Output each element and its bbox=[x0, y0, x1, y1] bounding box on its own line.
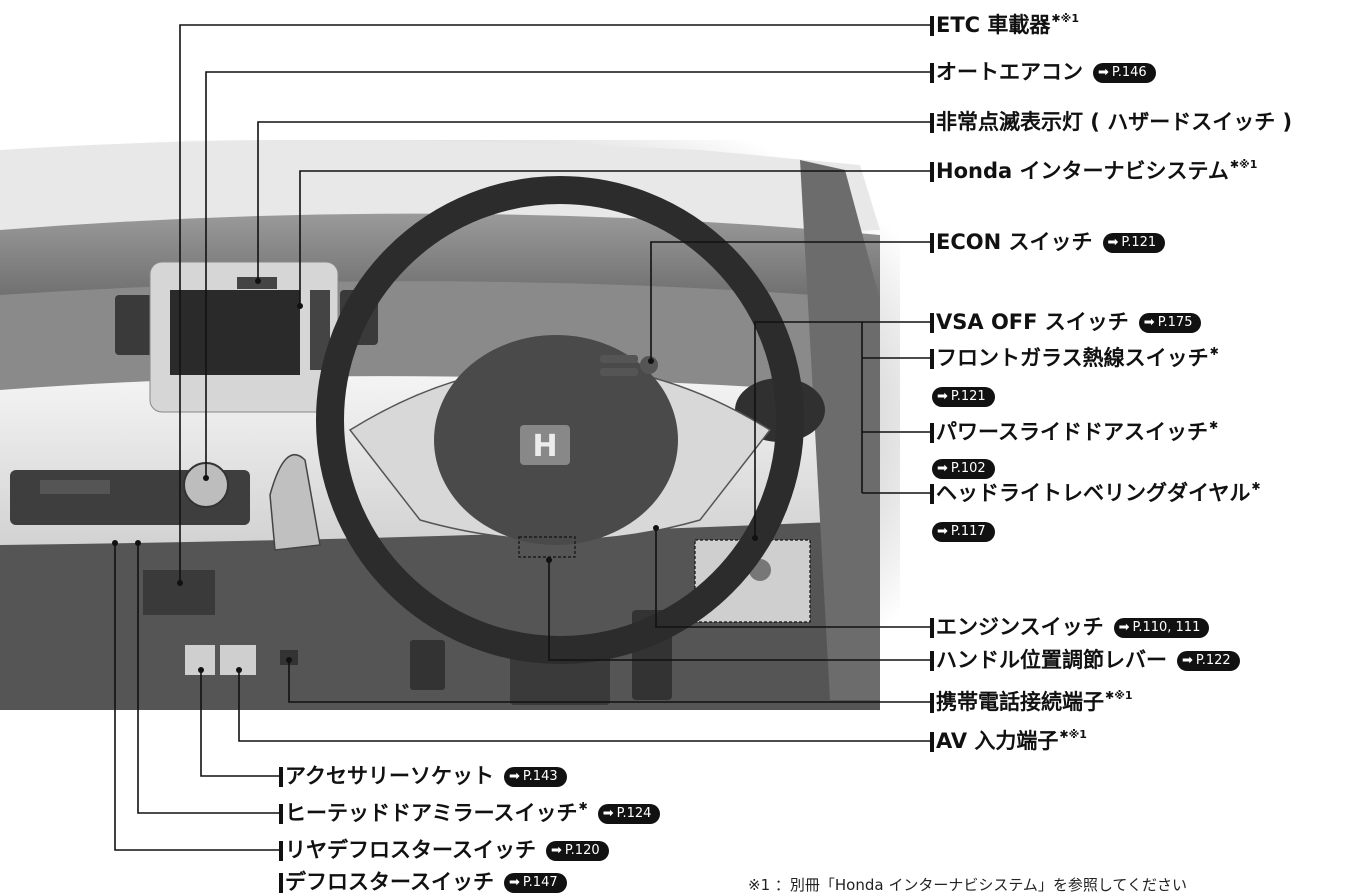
arrow-icon: ➡ bbox=[1098, 65, 1109, 80]
label-mirror: ヒーテッドドアミラースイッチ✱ ➡P.124 bbox=[279, 801, 661, 824]
label-leveling: ヘッドライトレベリングダイヤル✱ bbox=[930, 481, 1261, 504]
arrow-icon: ➡ bbox=[1118, 620, 1130, 635]
label-defog: フロントガラス熱線スイッチ✱ bbox=[930, 346, 1219, 369]
page-ref-mirror[interactable]: ➡P.124 bbox=[597, 803, 661, 824]
label-handle: ハンドル位置調節レバー ➡P.122 bbox=[930, 650, 1240, 671]
arrow-icon: ➡ bbox=[508, 875, 520, 890]
page-ref-leveling[interactable]: ➡P.117 bbox=[932, 521, 995, 542]
page-ref-aircon[interactable]: ➡P.146 bbox=[1093, 62, 1156, 83]
page-ref-socket[interactable]: ➡P.143 bbox=[503, 766, 567, 787]
arrow-icon: ➡ bbox=[1107, 235, 1119, 250]
arrow-icon: ➡ bbox=[1143, 315, 1155, 330]
leader-lines bbox=[112, 24, 932, 851]
page-ref-slide[interactable]: ➡P.102 bbox=[932, 458, 995, 479]
arrow-icon: ➡ bbox=[937, 524, 948, 539]
page-ref-vsa[interactable]: ➡P.175 bbox=[1138, 312, 1202, 333]
label-front: デフロスタースイッチ ➡P.147 bbox=[279, 872, 567, 893]
label-vsa: VSA OFF スイッチ ➡P.175 bbox=[930, 312, 1202, 333]
page-ref-econ[interactable]: ➡P.121 bbox=[1102, 232, 1166, 253]
page-ref-engine[interactable]: ➡P.110, 111 bbox=[1113, 617, 1210, 638]
arrow-icon: ➡ bbox=[602, 806, 614, 821]
label-hazard: 非常点滅表示灯 ( ハザードスイッチ ) bbox=[930, 112, 1292, 133]
label-engine: エンジンスイッチ ➡P.110, 111 bbox=[930, 617, 1210, 638]
arrow-icon: ➡ bbox=[1182, 653, 1193, 668]
arrow-icon: ➡ bbox=[508, 769, 520, 784]
label-rear: リヤデフロスタースイッチ ➡P.120 bbox=[279, 840, 609, 861]
page-ref-slide-line: ➡P.102 bbox=[932, 457, 995, 479]
page-ref-handle[interactable]: ➡P.122 bbox=[1177, 650, 1240, 671]
page-ref-defog-line: ➡P.121 bbox=[932, 385, 995, 407]
label-econ: ECON スイッチ ➡P.121 bbox=[930, 232, 1166, 253]
label-phone: 携帯電話接続端子✱※1 bbox=[930, 690, 1133, 713]
label-navi: Honda インターナビシステム✱※1 bbox=[930, 159, 1257, 182]
arrow-icon: ➡ bbox=[550, 843, 562, 858]
label-slide: パワースライドドアスイッチ✱ bbox=[930, 420, 1218, 443]
arrow-icon: ➡ bbox=[937, 389, 948, 404]
page-ref-leveling-line: ➡P.117 bbox=[932, 520, 995, 542]
label-av: AV 入力端子✱※1 bbox=[930, 729, 1087, 752]
page-ref-front[interactable]: ➡P.147 bbox=[503, 872, 567, 893]
label-etc: ETC 車載器✱※1 bbox=[930, 13, 1079, 36]
cockpit-photo: H bbox=[0, 140, 900, 710]
label-socket: アクセサリーソケット ➡P.143 bbox=[279, 766, 567, 787]
honda-emblem: H bbox=[532, 429, 557, 464]
footnote: ※1 ：別冊「Honda インターナビシステム」を参照してください bbox=[748, 876, 1187, 894]
label-aircon: オートエアコン ➡P.146 bbox=[930, 62, 1156, 83]
page-ref-rear[interactable]: ➡P.120 bbox=[545, 840, 609, 861]
page-ref-defog[interactable]: ➡P.121 bbox=[932, 386, 995, 407]
arrow-icon: ➡ bbox=[937, 461, 948, 476]
